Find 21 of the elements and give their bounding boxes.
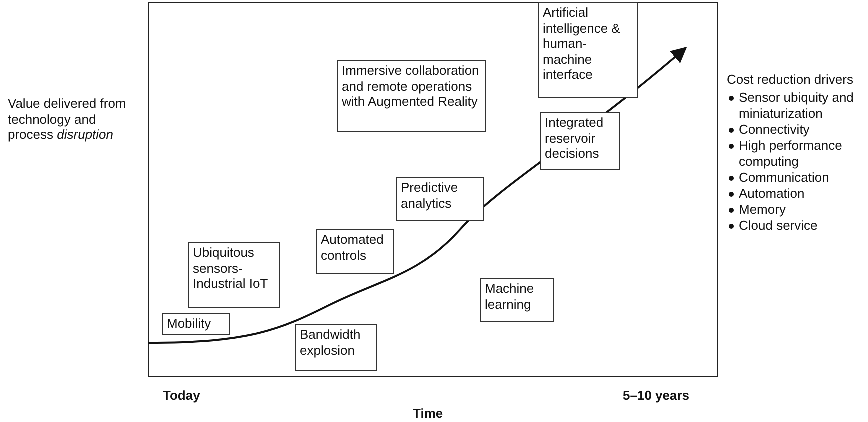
- text-box: Bandwidth explosion: [295, 324, 377, 371]
- list-item: Memory: [739, 202, 787, 218]
- list-item: Connectivity: [739, 122, 811, 138]
- text-box: Predictive analytics: [396, 177, 484, 221]
- axis-tick-label: 5–10 years: [623, 388, 690, 404]
- text-box: Immersive collaboration and remote operations with Augmented Reality: [337, 60, 486, 132]
- list-item: High performance computing: [739, 138, 844, 170]
- axis-title: Time: [413, 406, 444, 422]
- text-box: Machine learning: [480, 278, 554, 322]
- list-item: Sensor ubiquity and miniaturization: [739, 90, 855, 122]
- text-box: Ubiquitous sensors-Industrial IoT: [188, 242, 280, 308]
- text-box: Integrated reservoir decisions: [540, 112, 620, 170]
- axis-label: Value delivered from technology and process disruption: [8, 96, 128, 143]
- list-item: Automation: [739, 186, 806, 202]
- text-box: Automated controls: [316, 229, 394, 274]
- list-heading: Cost reduction drivers: [727, 72, 854, 88]
- list-item: Cloud service: [739, 218, 819, 234]
- axis-tick-label: Today: [163, 388, 200, 404]
- text-box: Artificial intelligence & human-machine interface: [538, 2, 638, 98]
- text-box: Mobility: [162, 313, 230, 335]
- list-item: Communication: [739, 170, 830, 186]
